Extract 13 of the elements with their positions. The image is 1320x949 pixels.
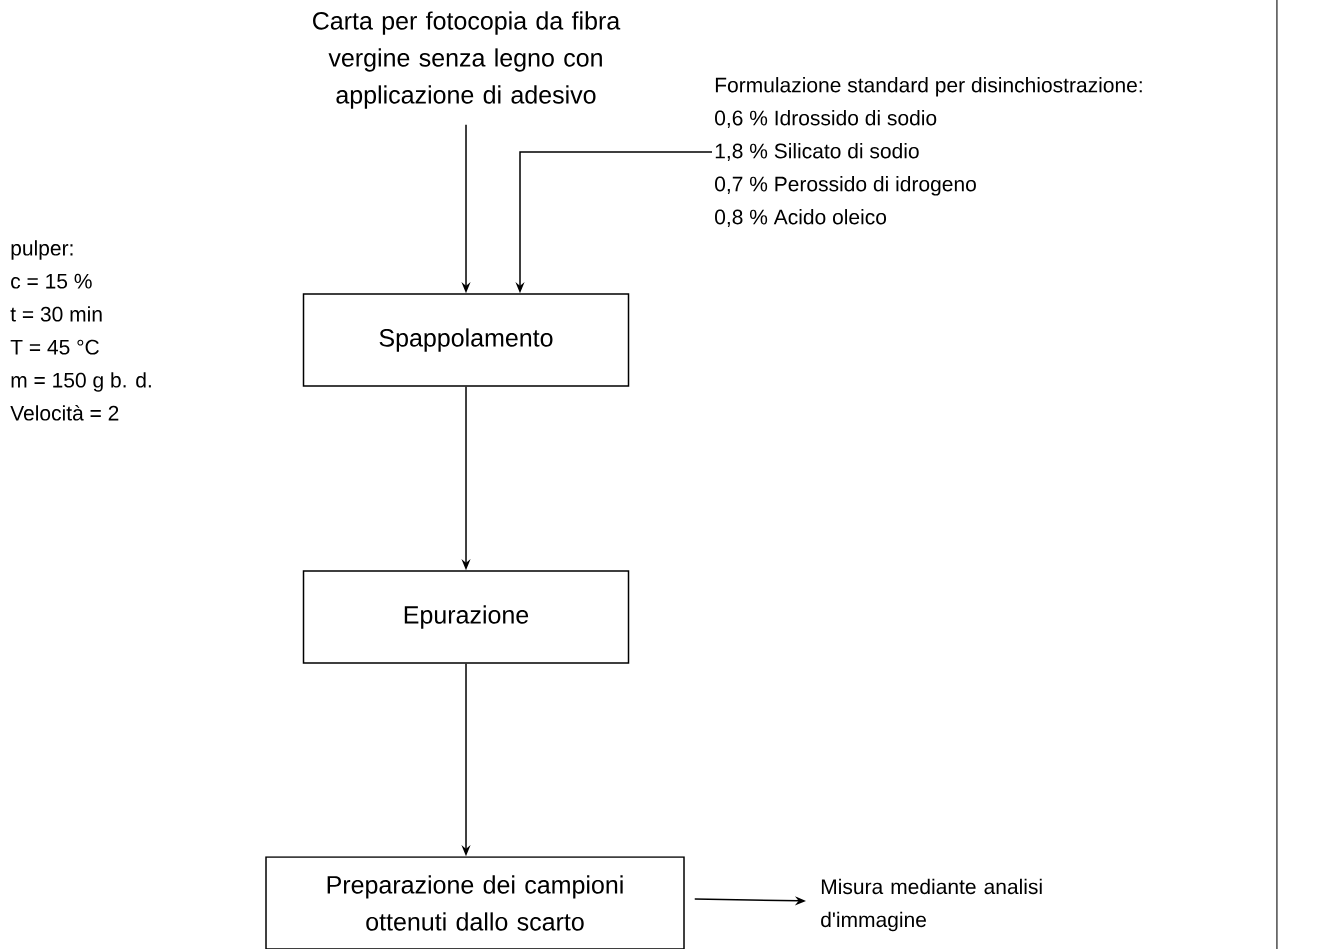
- label: t = 30 min: [10, 306, 102, 322]
- label: T = 45 °C: [10, 339, 99, 355]
- process-box: Preparazione dei campioni ottenuti dallo scarto: [265, 856, 685, 949]
- parameter-text: pulper: c = 15 % t = 30 min T = 45 °C m = 150 g b. d. Velocità = 2: [10, 240, 151, 421]
- flow-text: Carta per fotocopia da fibra vergine senza legno con applicazione di adesivo: [313, 11, 621, 109]
- flow-text: Misura mediante analisi d'immagine: [821, 878, 1042, 932]
- process-box: Epurazione: [302, 570, 630, 664]
- label: pulper:: [11, 240, 73, 260]
- label: Velocità = 2: [10, 404, 119, 421]
- label: c = 15 %: [11, 273, 92, 289]
- formulation-text: Formulazione standard per disinchiostrazione: 0,6 % Idrossido di sodio 1,8 % Silicato di sodio 0,7 % Perossido di idrogeno 0,8 % Acido oleico: [715, 77, 1142, 227]
- process-box: Spappolamento: [302, 293, 630, 387]
- label: m = 150 g b. d.: [11, 372, 151, 392]
